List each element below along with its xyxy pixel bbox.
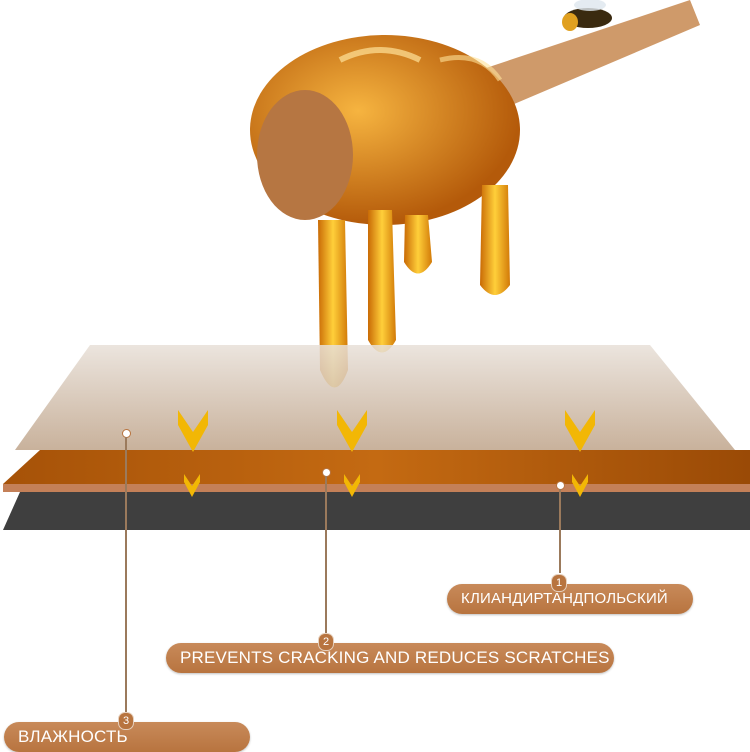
- leader-line-2: [325, 476, 327, 640]
- callout-label-1: КЛИАНДИРТАНДПОЛЬСКИЙ: [447, 584, 693, 614]
- callout-label-2: PREVENTS CRACKING AND REDUCES SCRATCHES: [166, 643, 614, 673]
- absorption-arrows: [178, 410, 595, 497]
- bee-icon: [562, 0, 612, 31]
- flooring-layers: [3, 345, 750, 530]
- callout-number-2: 2: [318, 633, 334, 651]
- leader-line-1: [559, 489, 561, 573]
- honey-dipper: [250, 0, 700, 225]
- leader-line-3: [125, 437, 127, 720]
- callout-number-1: 1: [551, 574, 567, 592]
- callout-number-3: 3: [118, 712, 134, 730]
